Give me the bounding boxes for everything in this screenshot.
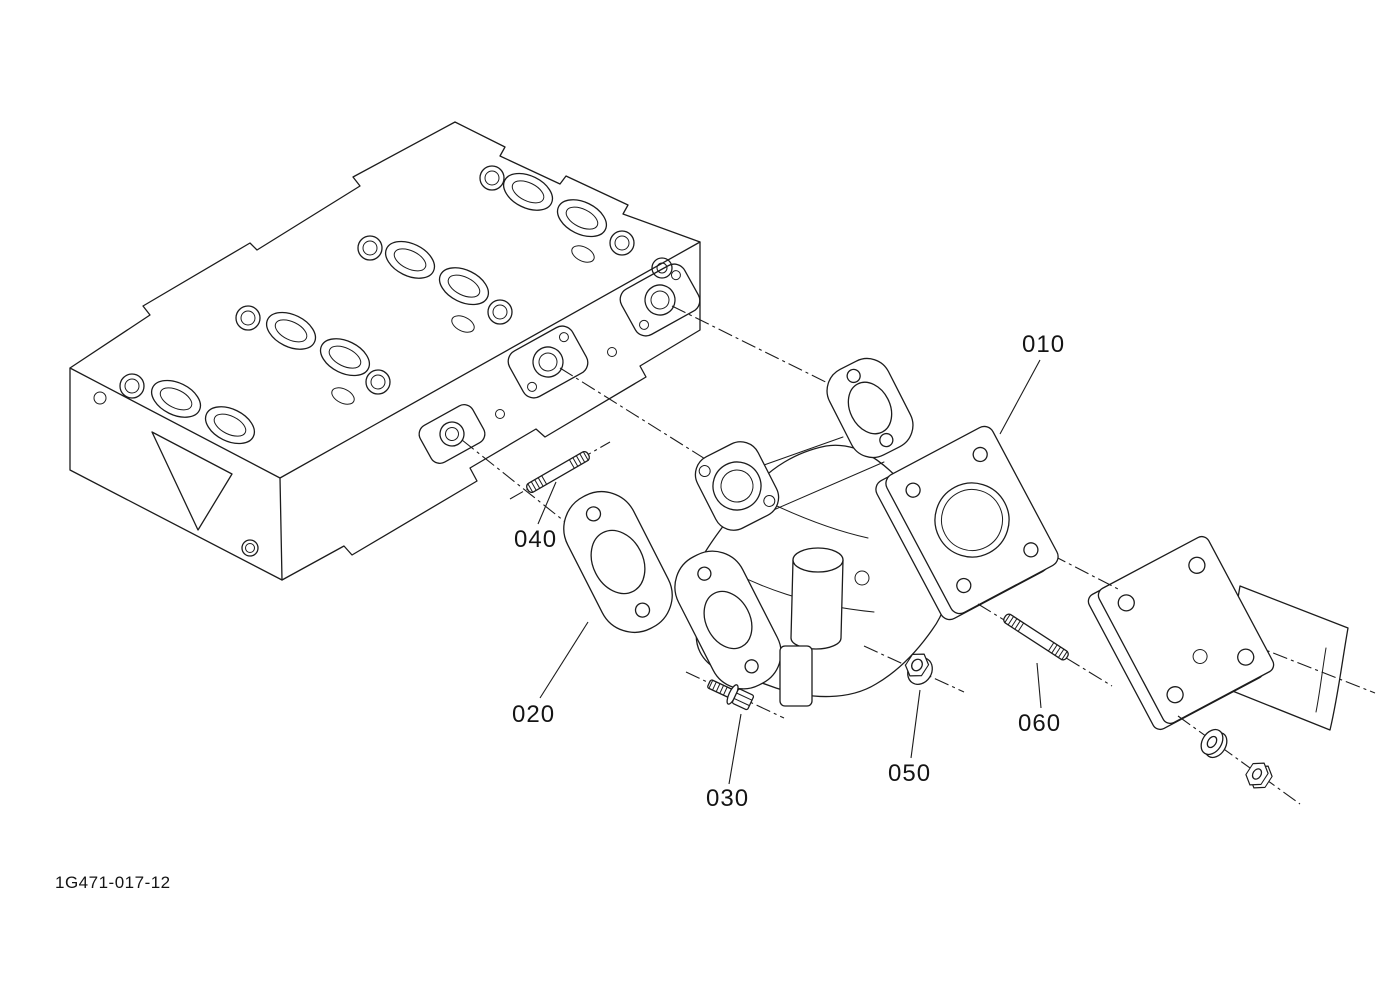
callout-label-040: 040	[514, 526, 557, 553]
callout-label-030: 030	[706, 785, 749, 812]
cylinder-head-outline	[69, 121, 701, 581]
washer-centerline	[1177, 715, 1301, 805]
manifold-outlet-flange	[875, 425, 1059, 621]
manifold-tab	[779, 645, 813, 707]
cylinder-head	[69, 121, 701, 581]
callout-leader-050	[910, 689, 921, 759]
head-bolt-bosses	[119, 165, 673, 399]
callout-leader-010	[999, 359, 1041, 435]
head-exhaust-port-2	[619, 263, 701, 337]
bolt-030	[707, 679, 755, 711]
callout-label-020: 020	[512, 701, 555, 728]
callout-label-060: 060	[1018, 710, 1061, 737]
head-end-cutout	[151, 431, 233, 531]
head-small-ports	[331, 245, 595, 405]
manifold-gasket-upper	[694, 357, 914, 531]
manifold-boss	[790, 547, 844, 650]
head-exhaust-port-1	[507, 325, 589, 399]
stud-060	[1003, 613, 1069, 661]
washer	[1200, 728, 1228, 759]
manifold-foot-flange	[674, 550, 782, 690]
flange-alignment-line	[1051, 554, 1121, 591]
gasket-020	[563, 491, 673, 633]
callout-leader-030	[728, 713, 742, 785]
callout-leaders	[537, 359, 1042, 785]
callout-label-010: 010	[1022, 331, 1065, 358]
callout-leader-060	[1036, 662, 1042, 709]
callout-label-050: 050	[888, 760, 931, 787]
stud-040	[526, 450, 590, 494]
callout-leader-040	[537, 481, 557, 525]
nut-050	[901, 648, 933, 685]
drawing-number: 1G471-017-12	[55, 873, 171, 892]
head-lower-boss	[418, 404, 486, 464]
pipe-nut	[1241, 757, 1277, 794]
callout-leader-020	[539, 621, 589, 699]
pipe-flange	[1087, 535, 1275, 731]
